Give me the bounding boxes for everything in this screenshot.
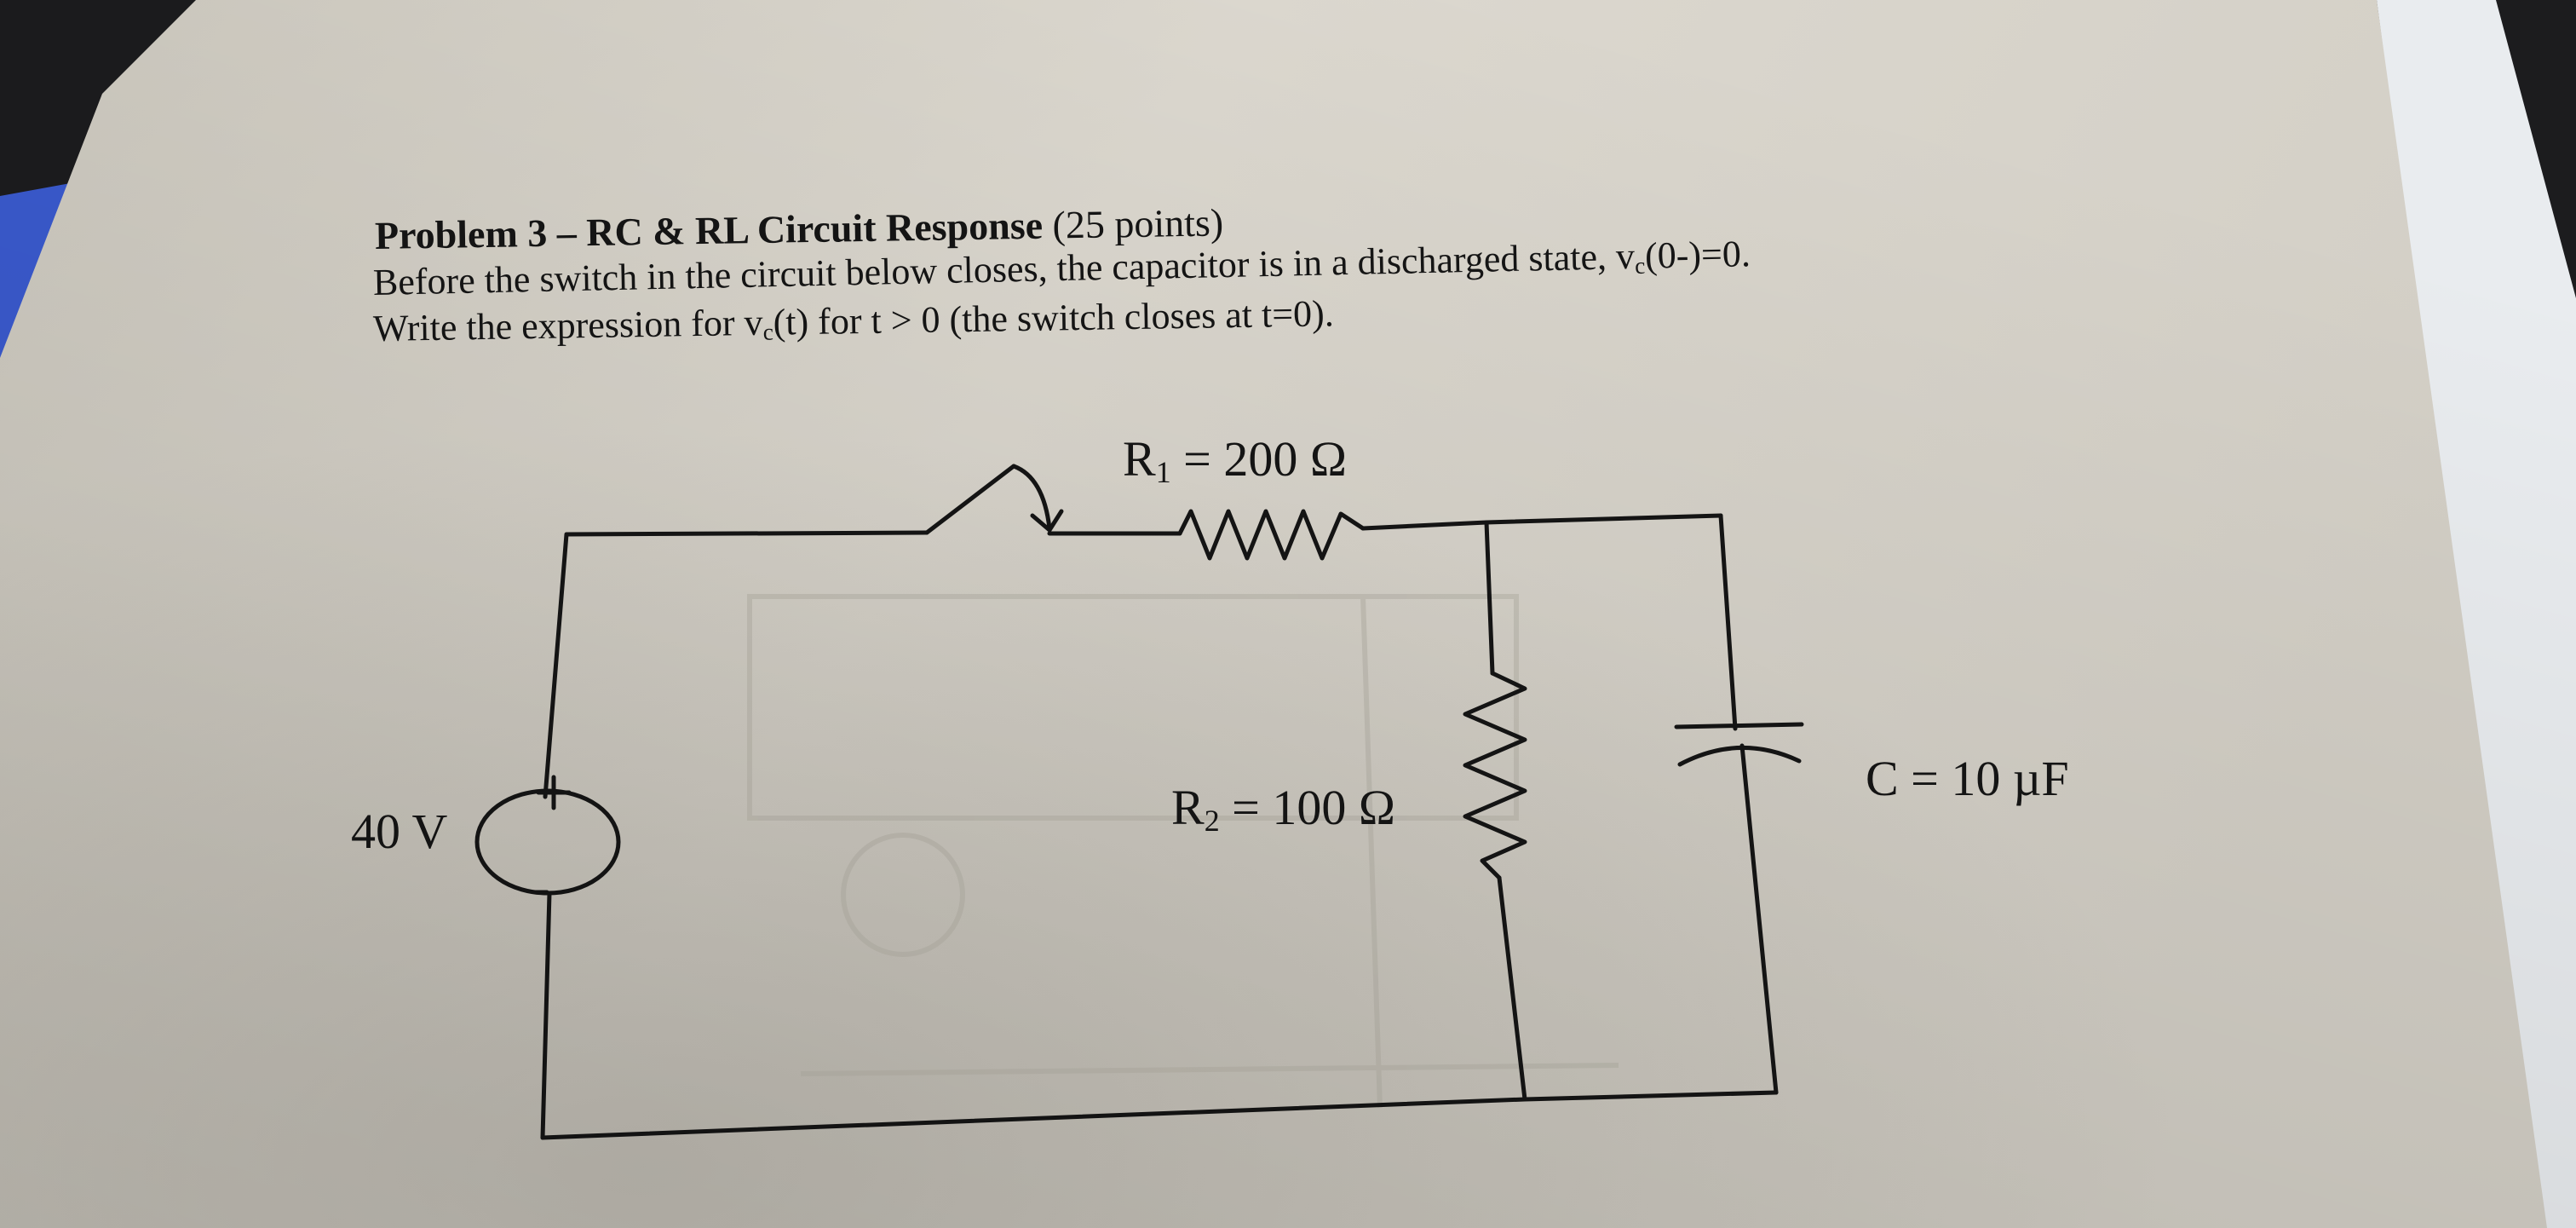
source-label: 40 V: [351, 804, 448, 859]
r2-label: R2 = 100 Ω: [1171, 779, 1395, 839]
r1-symbol: R: [1123, 431, 1156, 487]
r2-subscript: 2: [1204, 803, 1220, 838]
r1-subscript: 1: [1155, 454, 1171, 489]
line1-subscript: c: [1634, 252, 1646, 279]
line2-subscript: c: [762, 319, 774, 345]
line2-text-end: (t) for t > 0 (the switch closes at t=0)…: [773, 292, 1335, 343]
r2-symbol: R: [1171, 780, 1205, 835]
line2-text: Write the expression for v: [372, 301, 763, 349]
r2-value: = 100 Ω: [1219, 780, 1395, 835]
r1-value: = 200 Ω: [1170, 431, 1347, 487]
problem-points: (25 points): [1052, 200, 1224, 247]
line1-text-end: (0-)=0.: [1644, 233, 1751, 277]
capacitor-label: C = 10 µF: [1866, 751, 2069, 806]
r1-label: R1 = 200 Ω: [1123, 430, 1347, 490]
